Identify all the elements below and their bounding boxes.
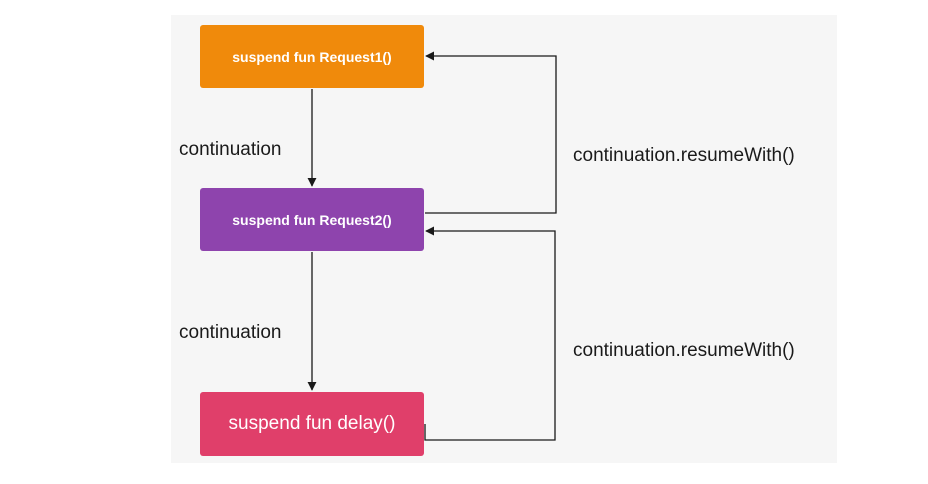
- node-request2: suspend fun Request2(): [200, 188, 424, 251]
- node-delay: suspend fun delay(): [200, 392, 424, 456]
- edge-label-resumewith-1: continuation.resumeWith(): [573, 145, 795, 166]
- node-request1: suspend fun Request1(): [200, 25, 424, 88]
- edge-label-continuation-2: continuation: [179, 322, 282, 343]
- edge-label-continuation-1: continuation: [179, 139, 282, 160]
- arrow-request2-to-request1: [425, 51, 557, 214]
- edge-label-resumewith-2: continuation.resumeWith(): [573, 340, 795, 361]
- arrow-delay-to-request2: [424, 226, 556, 441]
